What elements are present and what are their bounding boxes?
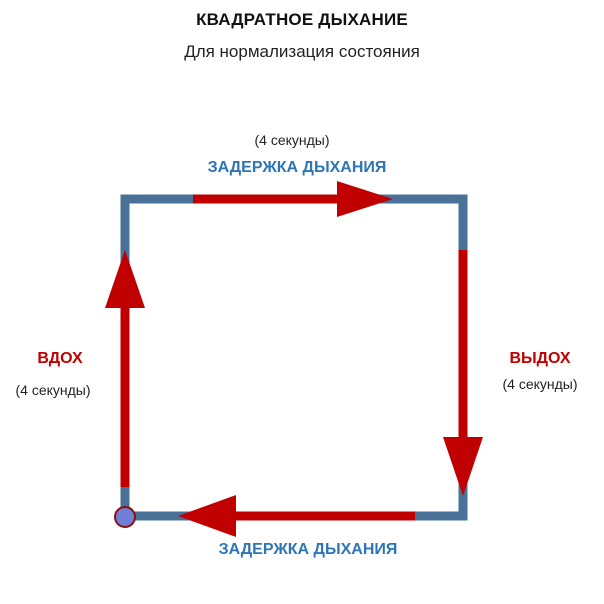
- left-step-label: ВДОХ: [37, 350, 83, 367]
- left-arrow-head: [105, 250, 145, 308]
- top-step-label: ЗАДЕРЖКА ДЫХАНИЯ: [207, 159, 387, 176]
- start-point: [114, 506, 136, 528]
- right-arrow: [443, 250, 483, 496]
- top-arrow: [193, 181, 393, 217]
- right-step-label: ВЫДОХ: [509, 350, 571, 367]
- top-step-duration: (4 секунды): [254, 132, 330, 148]
- top-arrow-head: [337, 181, 393, 217]
- bottom-arrow-head: [178, 495, 236, 537]
- right-step-duration: (4 секунды): [502, 376, 578, 392]
- square-outline: [120, 194, 468, 521]
- right-arrow-head: [443, 437, 483, 496]
- page-subtitle: Для нормализация состояния: [184, 42, 420, 61]
- bottom-arrow: [178, 495, 415, 537]
- left-arrow: [105, 250, 145, 487]
- bottom-step-label: ЗАДЕРЖКА ДЫХАНИЯ: [218, 541, 398, 558]
- page-title: КВАДРАТНОЕ ДЫХАНИЕ: [196, 10, 408, 29]
- left-step-duration: (4 секунды): [15, 382, 91, 398]
